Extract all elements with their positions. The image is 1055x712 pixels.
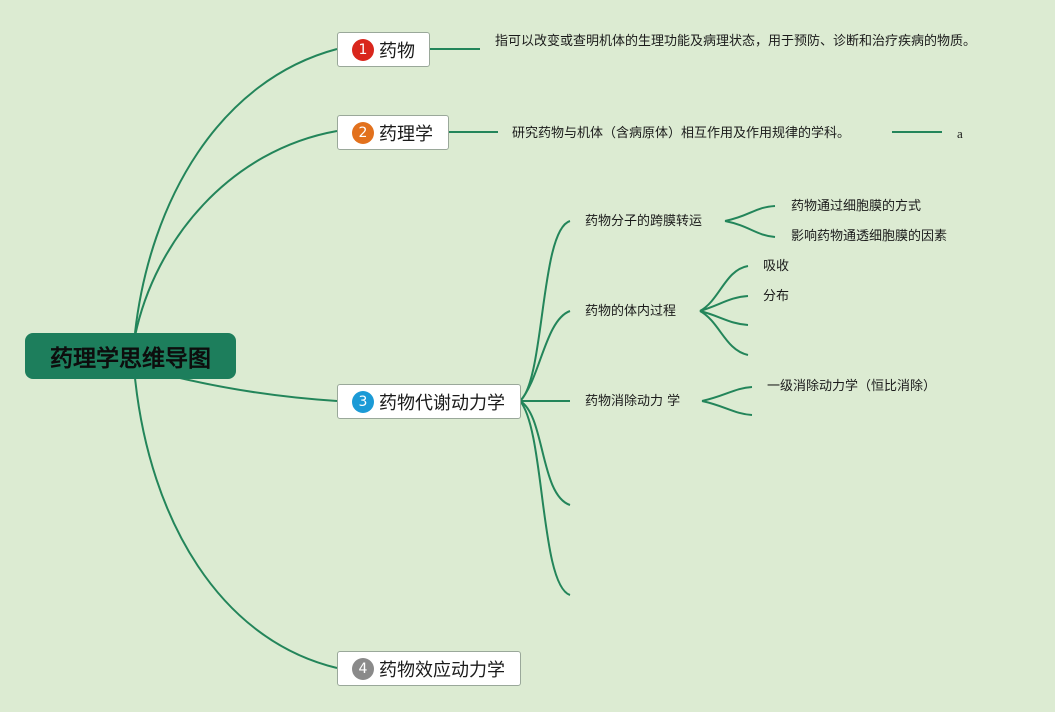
- connector-topic-3-transmembrane: [519, 220, 571, 402]
- connector-elimination-child-1: [701, 386, 753, 402]
- topic-1-number-badge: 1: [352, 38, 374, 61]
- pharmacology-definition[interactable]: 研究药物与机体（含病原体）相互作用及作用规律的学科。: [512, 126, 851, 141]
- leaf-membrane-permeability-factors[interactable]: 影响药物通透细胞膜的因素: [791, 229, 948, 244]
- topic-pharmacology[interactable]: 2 药理学: [337, 115, 449, 150]
- connector-in-vivo-child-3: [699, 310, 749, 326]
- drug-definition[interactable]: 指可以改变或查明机体的生理功能及病理状态，用于预防、诊断和治疗疾病的物质。: [495, 34, 977, 49]
- root-node[interactable]: 药理学思维导图: [25, 333, 236, 379]
- topic-3-number-badge: 3: [352, 390, 374, 413]
- pharmacology-note[interactable]: a: [957, 126, 963, 141]
- connector-root-topic-1: [134, 48, 338, 334]
- connector-root-topic-4: [134, 377, 338, 669]
- subtopic-transmembrane-transport[interactable]: 药物分子的跨膜转运: [585, 214, 703, 229]
- topic-pharmacokinetics[interactable]: 3 药物代谢动力学: [337, 384, 521, 419]
- connector-elimination-child-2: [701, 400, 753, 416]
- connector-root-topic-2: [134, 130, 338, 337]
- connector-in-vivo-child-1: [699, 265, 749, 312]
- topic-drug[interactable]: 1 药物: [337, 32, 430, 67]
- subtopic-in-vivo-process[interactable]: 药物的体内过程: [585, 304, 677, 319]
- connector-topic-3-blank-2: [519, 400, 571, 596]
- topic-2-number-badge: 2: [352, 121, 374, 144]
- connector-in-vivo-child-4: [699, 310, 749, 356]
- topic-4-label: 药物效应动力学: [379, 659, 505, 681]
- connector-transmembrane-child-1: [724, 205, 776, 222]
- topic-3-label: 药物代谢动力学: [379, 392, 505, 414]
- connector-root-topic-3: [179, 377, 338, 402]
- subtopic-elimination-kinetics[interactable]: 药物消除动力 学: [585, 394, 681, 409]
- connector-in-vivo-child-2: [699, 295, 749, 312]
- leaf-membrane-crossing-methods[interactable]: 药物通过细胞膜的方式: [791, 199, 922, 214]
- connector-transmembrane-child-2: [724, 220, 776, 238]
- topic-1-label: 药物: [379, 40, 415, 62]
- leaf-distribution[interactable]: 分布: [763, 289, 790, 304]
- root-label: 药理学思维导图: [50, 346, 211, 372]
- leaf-first-order-elimination[interactable]: 一级消除动力学（恒比消除）: [767, 379, 937, 394]
- leaf-absorption[interactable]: 吸收: [763, 259, 790, 274]
- topic-4-number-badge: 4: [352, 657, 374, 680]
- topic-2-label: 药理学: [379, 123, 433, 145]
- connector-topic-3-blank-1: [519, 400, 571, 506]
- topic-pharmacodynamics[interactable]: 4 药物效应动力学: [337, 651, 521, 686]
- connector-topic-3-in-vivo: [519, 310, 571, 402]
